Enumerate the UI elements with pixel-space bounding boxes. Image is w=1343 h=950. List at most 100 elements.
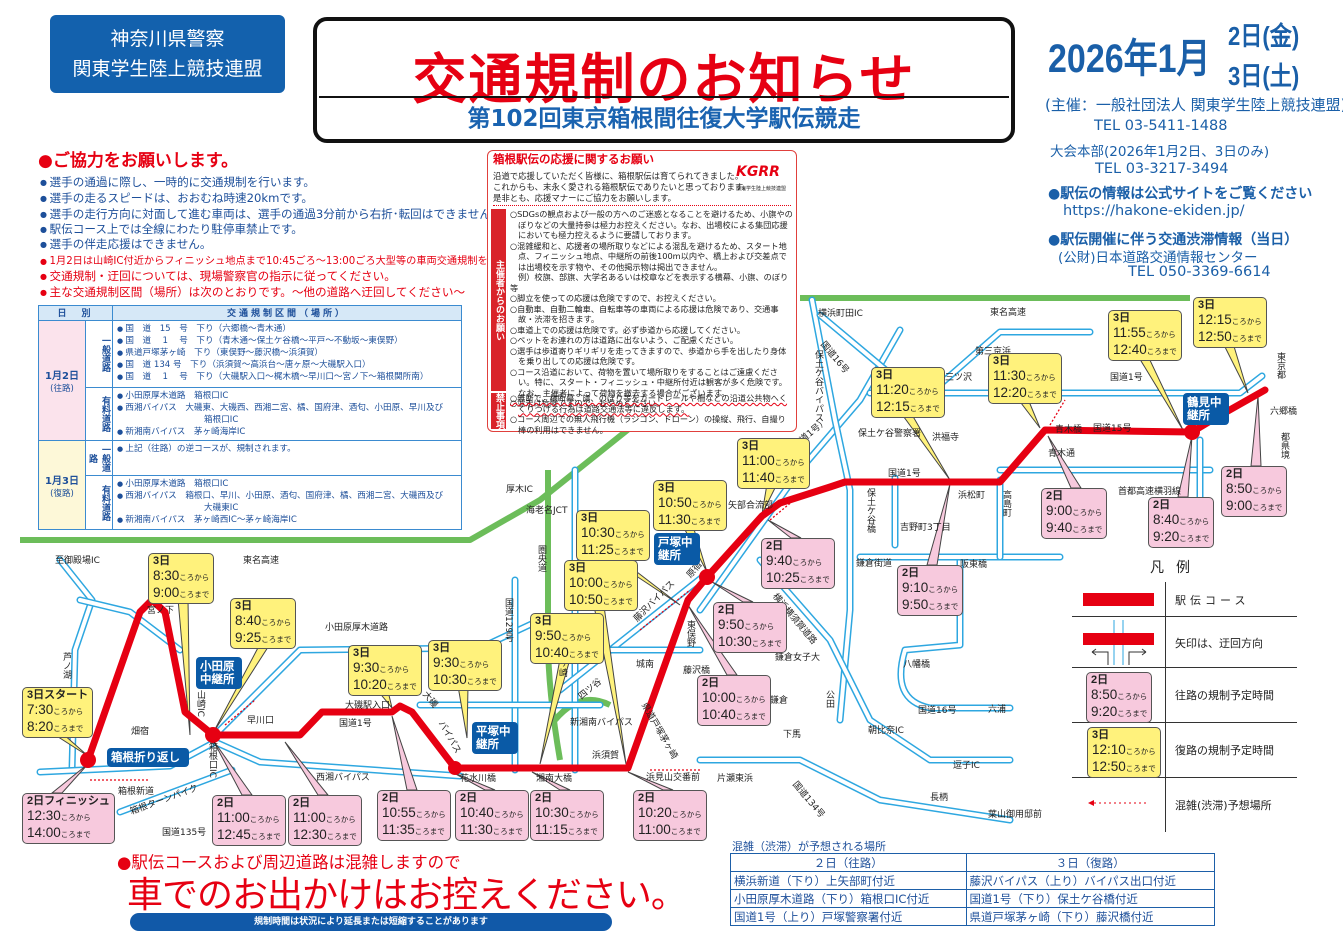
organizer: (主催：一般社団法人 関東学生陸上競技連盟) <box>1045 96 1343 114</box>
callout-day: 3日 <box>1198 299 1216 311</box>
table-header-section: 交通規制区間（場所） <box>112 305 462 321</box>
odawara-relay-marker <box>205 727 221 743</box>
callout-to: 9:20 <box>1153 529 1180 544</box>
callout-to: 11:30 <box>658 512 691 527</box>
hq-info: 大会本部(2026年1月2日、3日のみ) <box>1050 144 1270 160</box>
place-label: 国道135号 <box>162 828 207 838</box>
cooperation-item: 駅伝コース上では全線にわたり駐停車禁止です。 <box>40 221 303 237</box>
callout-from: 10:40 <box>460 805 494 820</box>
callout-from: 11:55 <box>1113 325 1146 340</box>
callout-to: 14:00 <box>27 825 61 840</box>
callout-day: 3日 <box>353 647 371 659</box>
totsuka-relay-marker <box>699 569 715 585</box>
traffic-center: (公財)日本道路交通情報センター <box>1058 250 1258 266</box>
callout-from: 12:30 <box>27 808 61 823</box>
legend-course-label: 駅伝コース <box>1175 594 1250 607</box>
event-day-1: 2日(金) <box>1228 21 1300 51</box>
callout-to: 9:25 <box>235 630 262 645</box>
callout-from: 10:30 <box>581 525 615 540</box>
place-label: 保土ケ谷警察署 <box>858 429 922 439</box>
date-cell: 1月3日(復路) <box>38 440 86 530</box>
callout-to: 9:50 <box>902 597 929 612</box>
callout-to: 11:25 <box>581 542 614 557</box>
callout-day: 2日 <box>902 567 920 579</box>
notice-intro: これからも、末永く愛される箱根駅伝でありたいと思っております。 <box>493 182 751 192</box>
callout-from: 10:50 <box>658 495 692 510</box>
tel-organizer: TEL 03-5411-1488 <box>1094 118 1228 134</box>
notice-example: 例）校旗、部旗、大学名あるいは校章などを表示する横幕、小旗、のぼり等 <box>510 272 789 293</box>
callout-to: 10:25 <box>766 570 800 585</box>
place-label: 早川口 <box>247 716 275 726</box>
callout-to: 10:40 <box>702 707 736 722</box>
callout-from: 11:30 <box>993 368 1026 383</box>
place-label: 芦ノ湖 <box>61 652 71 679</box>
place-label: 鎌倉女子大 <box>775 653 821 663</box>
kgrr-logo-caption: 関東学生陸上競技連盟 <box>736 186 787 192</box>
place-label: 東俣野 <box>685 620 695 647</box>
place-label: 海老名JCT <box>526 506 568 516</box>
legend-congestion-icon <box>1088 800 1146 806</box>
callout-to: 12:15 <box>876 399 910 414</box>
callout-from: 9:30 <box>353 660 380 675</box>
place-label: 第三京浜 <box>975 347 1012 357</box>
official-site-link[interactable]: https://hakone-ekiden.jp/ <box>1063 203 1245 219</box>
notice-intro: 沿道で応援していただく皆様に、箱根駅伝は育てられてきました。 <box>493 171 744 181</box>
callout-from: 11:00 <box>217 810 250 825</box>
event-date: 2026年1月 <box>1048 37 1211 81</box>
place-label: 鎌倉街道 <box>856 559 893 569</box>
table-row: 有料道路 小田原厚木道路 箱根口IC西湘バイパス 大磯東、大磯西、西湘二宮、橘、… <box>39 387 462 441</box>
place-label: 東名高速 <box>990 308 1027 318</box>
legend-detour-icon <box>1083 620 1154 665</box>
place-label: 浜松町 <box>958 491 986 501</box>
regulation-list: 国 道 15 号 下り（六郷橋～青木通）国 道 1 号 下り（青木通～保土ケ谷橋… <box>112 320 462 388</box>
callout-from: 10:00 <box>702 690 736 705</box>
callout-from: 11:00 <box>293 810 326 825</box>
cooperation-heading: ●ご協力をお願いします。 <box>38 151 239 171</box>
notice-intro: 是非とも、応援マナーにご協力をお願いします。 <box>493 193 676 203</box>
callout-to: 11:00 <box>638 822 671 837</box>
congestion-warning: ●駅伝コースおよび周辺道路は混雑しますので <box>117 853 461 872</box>
callout-from: 8:30 <box>153 568 180 583</box>
table-row: 1月2日(往路) 一般道路 国 道 15 号 下り（六郷橋～青木通）国 道 1 … <box>38 320 462 441</box>
place-label: 浜須賀 <box>592 751 620 761</box>
expressway-tomei <box>20 417 642 543</box>
expressway-shin-shonan <box>552 697 612 722</box>
place-label: 首都高速横羽線 <box>1118 487 1182 497</box>
tsurumi-relay-marker <box>1184 424 1200 440</box>
callout-day: 3日 <box>153 555 171 567</box>
callout-day: 2日 <box>460 792 478 804</box>
callout-day: 2日 <box>535 792 553 804</box>
legend-divider <box>1165 582 1166 832</box>
place-label: 矢部合流部 <box>728 501 774 511</box>
table-row: ２日（往路）３日（復路） <box>730 853 1216 872</box>
place-label: 三ツ沢 <box>945 373 973 383</box>
callout-pointer <box>1222 342 1249 394</box>
callout-to: 11:40 <box>742 470 775 485</box>
congestion-table: ２日（往路）３日（復路） 横浜新道（下り）上矢部町付近藤沢バイパス（上り）バイパ… <box>730 853 1216 926</box>
place-label: 吉野町3丁目 <box>900 523 951 533</box>
callout-from: 10:00 <box>569 575 603 590</box>
place-label: 国道16号 <box>918 706 957 716</box>
road-inner <box>810 298 852 722</box>
place-label: 新湘南バイパス <box>570 718 633 728</box>
callout-pointer <box>391 715 418 791</box>
tsurumi-relay-label: 鶴見中継所 <box>1183 393 1229 425</box>
place-label: 山崎IC <box>195 690 205 717</box>
place-label: 東京都 <box>1275 352 1285 379</box>
place-label: 小田原厚木道路 <box>325 623 389 633</box>
place-label: 箱根口IC <box>207 742 217 778</box>
callout-to: 12:45 <box>217 827 251 842</box>
callout-pointer <box>711 581 754 603</box>
place-label: 大磯駅入口 <box>345 701 391 711</box>
